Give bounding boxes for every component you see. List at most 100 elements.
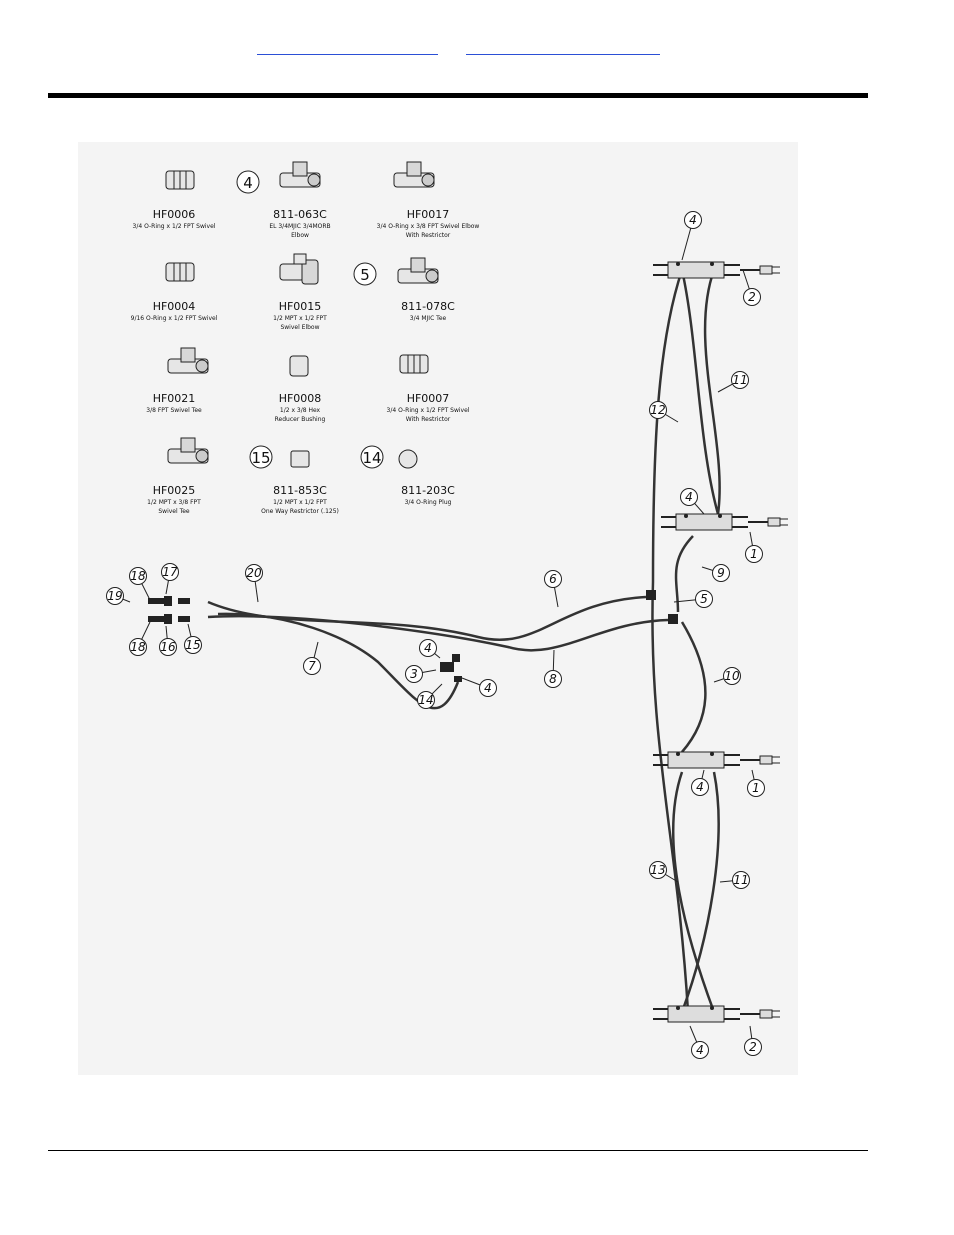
callout-number: 4	[484, 681, 492, 695]
valve-top	[652, 261, 781, 279]
part-callout: 4	[461, 677, 497, 697]
legend-hf0006: HF0006 3/4 O-Ring x 1/2 FPT Swivel	[133, 170, 216, 230]
callout-circle	[129, 567, 147, 585]
callout-circle	[691, 778, 709, 796]
legend-811-063c: 811-063C EL 3/4MJIC 3/4MORB Elbow	[269, 161, 331, 239]
callout-circle	[129, 638, 147, 656]
callout-number: 12	[650, 403, 665, 417]
callout-circle	[184, 636, 202, 654]
callout-circle	[747, 779, 765, 797]
part-callout: 13	[649, 861, 679, 883]
part-callout: 2	[742, 269, 761, 306]
callout-number: 4	[685, 490, 693, 504]
legend-desc: 9/16 O-Ring x 1/2 FPT Swivel	[131, 315, 218, 322]
callout-number: 3	[410, 667, 418, 681]
part-callout: 5	[673, 590, 713, 608]
legend-desc: EL 3/4MJIC 3/4MORB	[269, 223, 330, 230]
legend-811-203c: 811-203C 3/4 O-Ring Plug	[398, 449, 455, 506]
legend-code: HF0007	[407, 392, 450, 405]
legend-desc: 3/4 O-Ring x 3/8 FPT Swivel Elbow	[377, 223, 480, 230]
legend-desc: With Restrictor	[406, 232, 451, 239]
part-callout: 18	[129, 621, 151, 656]
legend-desc: Reducer Bushing	[275, 416, 326, 423]
legend-desc: 3/4 O-Ring x 1/2 FPT Swivel	[387, 407, 470, 414]
callout-number: 16	[160, 640, 176, 654]
part-callout: 4	[691, 769, 709, 796]
hose-7	[217, 612, 460, 710]
legend-callout: 14	[360, 445, 384, 469]
part-callout: 12	[649, 401, 679, 423]
svg-text:14: 14	[362, 449, 381, 467]
legend-callout: 15	[249, 445, 273, 469]
legend-desc: 3/4 O-Ring x 1/2 FPT Swivel	[133, 223, 216, 230]
part-callout: 2	[744, 1025, 762, 1056]
footer-rule	[48, 1150, 868, 1151]
part-callout: 15	[184, 623, 202, 654]
fitting-tee-main	[646, 590, 678, 624]
callout-number: 19	[107, 589, 122, 603]
legend-hf0021: HF0021 3/8 FPT Swivel Tee	[146, 347, 209, 414]
callout-number: 1	[752, 781, 760, 795]
legend-hf0008: HF0008 1/2 x 3/8 Hex Reducer Bushing	[275, 355, 326, 423]
legend-hf0017: HF0017 3/4 O-Ring x 3/8 FPT Swivel Elbow…	[377, 161, 480, 239]
part-callout: 17	[161, 563, 179, 595]
legend-code: 811-203C	[401, 484, 455, 497]
part-callout: 4	[689, 1025, 709, 1059]
legend-811-078c: 811-078C 3/4 MJIC Tee	[397, 257, 455, 322]
callout-number: 2	[749, 1040, 757, 1054]
legend-desc: One Way Restrictor (.125)	[261, 508, 339, 515]
callout-number: 14	[418, 693, 433, 707]
part-callout: 18	[129, 567, 151, 601]
legend-code: 811-063C	[273, 208, 327, 221]
legend-hf0025: HF0025 1/2 MPT x 3/8 FPT Swivel Tee	[147, 437, 209, 515]
part-callout: 1	[745, 531, 763, 563]
part-callout: 4	[680, 488, 705, 515]
part-callout: 3	[405, 665, 437, 683]
callout-circle	[691, 1041, 709, 1059]
hose-10	[680, 621, 707, 753]
callout-circle	[106, 587, 124, 605]
legend-callout: 4	[236, 170, 260, 194]
callout-circle	[303, 657, 321, 675]
callout-circle	[405, 665, 423, 683]
part-callout: 11	[717, 371, 749, 393]
part-callout: 8	[544, 649, 562, 688]
legend-desc: 1/2 x 3/8 Hex	[280, 407, 321, 414]
legend-code: HF0021	[153, 392, 196, 405]
part-callout: 16	[159, 625, 177, 656]
callout-circle	[723, 667, 741, 685]
part-callout: 14	[417, 683, 443, 709]
part-callout: 11	[719, 871, 750, 889]
header-link-1[interactable]	[257, 44, 438, 55]
svg-text:15: 15	[251, 449, 270, 467]
callout-number: 4	[424, 641, 432, 655]
legend-desc: Swivel Tee	[158, 508, 190, 515]
callout-number: 11	[732, 373, 747, 387]
legend-desc: 3/4 MJIC Tee	[410, 315, 447, 322]
part-callout: 10	[713, 667, 741, 685]
part-callout: 19	[106, 587, 131, 605]
legend-desc: 3/4 O-Ring Plug	[405, 499, 452, 506]
callout-number: 10	[724, 669, 740, 683]
callout-circle	[649, 401, 667, 419]
legend-hf0004: HF0004 9/16 O-Ring x 1/2 FPT Swivel	[131, 262, 218, 322]
part-callout: 20	[245, 564, 263, 603]
hose-13	[671, 771, 716, 1013]
legend-code: HF0008	[279, 392, 322, 405]
callout-number: 17	[162, 565, 178, 579]
hose-12	[651, 269, 684, 583]
legend-desc: 1/2 MPT x 1/2 FPT	[273, 499, 327, 506]
hose-11-upper	[703, 269, 721, 515]
callout-number: 5	[700, 592, 708, 606]
legend-callout: 5	[353, 262, 377, 286]
legend-desc: 3/8 FPT Swivel Tee	[146, 407, 202, 414]
callout-number: 9	[717, 566, 725, 580]
svg-text:5: 5	[360, 266, 370, 284]
callout-number: 15	[185, 638, 200, 652]
header-link-2[interactable]	[466, 44, 660, 55]
hydraulic-parts-drawing: HF0006 3/4 O-Ring x 1/2 FPT Swivel 811-0…	[78, 142, 798, 1075]
valve-bottom	[652, 1005, 781, 1023]
hose-9	[674, 535, 694, 613]
hose-11b-upper	[680, 269, 720, 515]
